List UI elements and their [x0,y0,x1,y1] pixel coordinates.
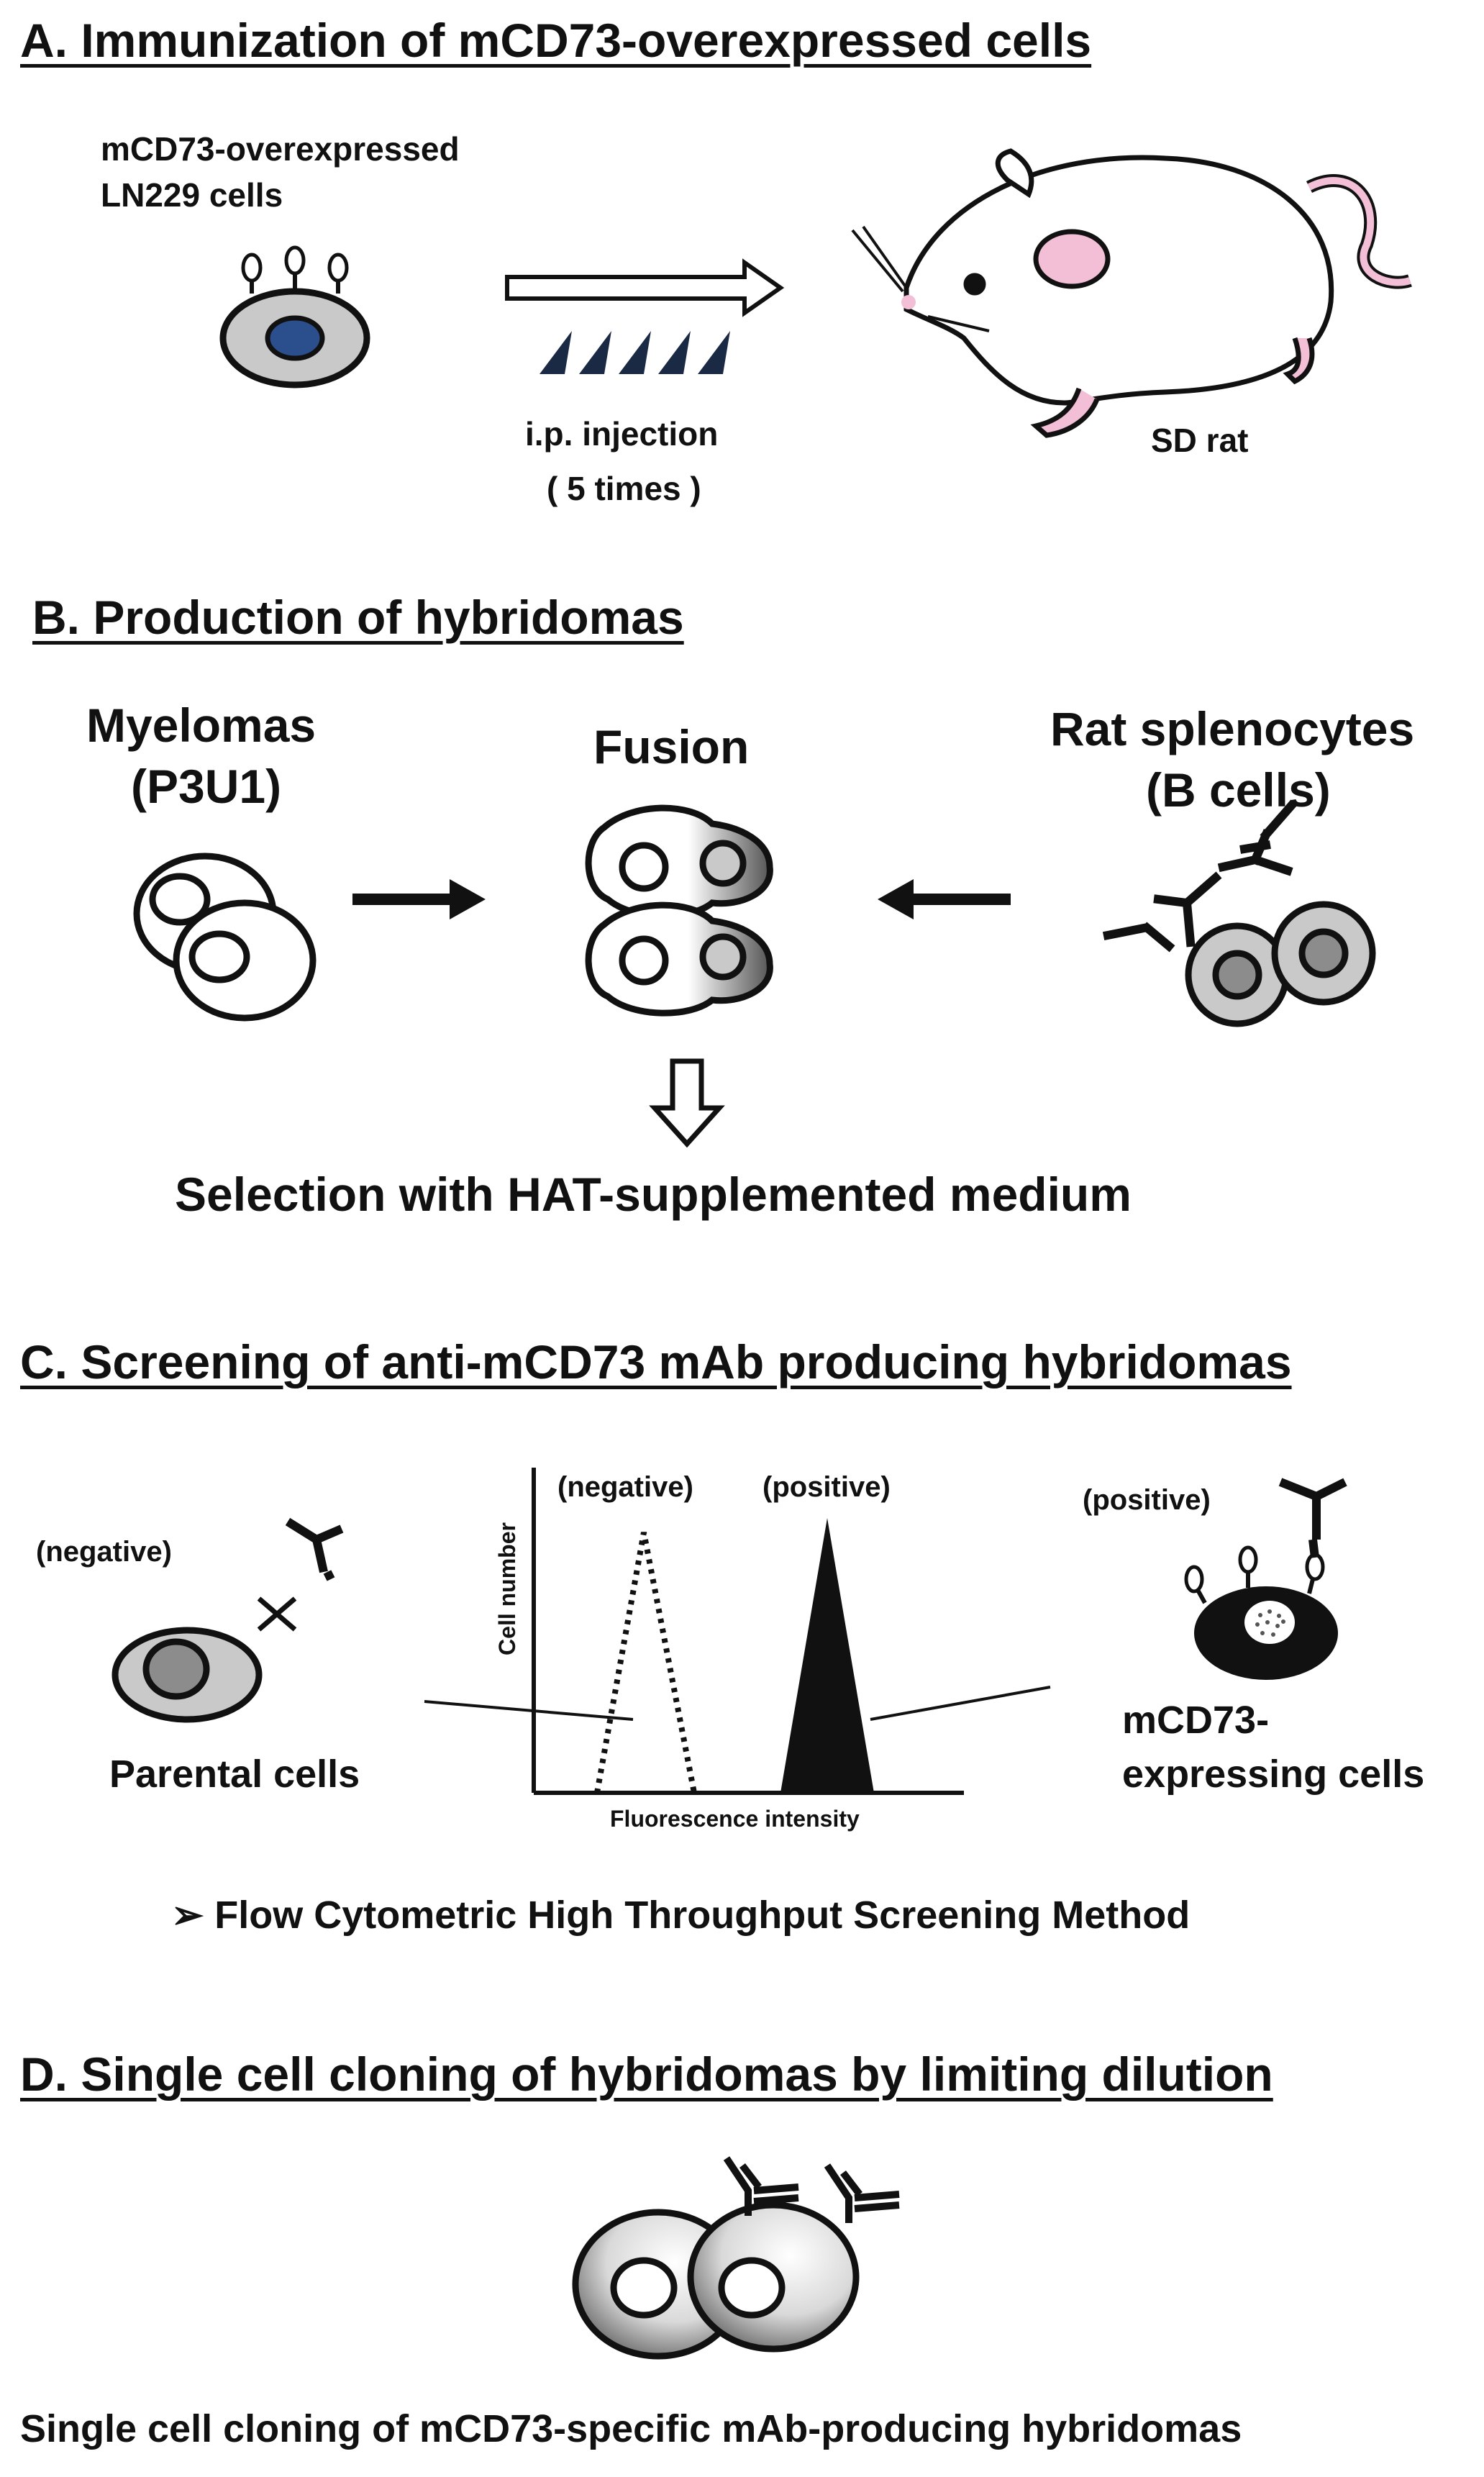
c-hist-positive: (positive) [763,1471,891,1503]
section-b-title: B. Production of hybridomas [32,591,684,644]
myeloma-cells [133,853,317,1022]
open-arrow-down-icon [649,1058,725,1148]
c-hist-negative: (negative) [557,1471,693,1503]
rat-icon [851,148,1412,438]
arrow-right-icon [352,879,486,919]
pointer-line-left [424,1700,634,1721]
b-myeloma-line1: Myelomas [86,699,317,752]
parental-cell [111,1627,263,1723]
arrow-left-icon [878,879,1011,919]
b-selection-label: Selection with HAT-supplemented medium [175,1168,1132,1221]
a-injection-label: i.p. injection [525,415,719,453]
antibody-icon-6 [824,2163,900,2223]
c-expressing-line2: expressing cells [1122,1753,1425,1796]
antibody-icon-4 [1278,1478,1347,1558]
ln229-cell [219,245,370,388]
b-splenocyte-line2: (B cells) [1146,763,1331,817]
b-myeloma-line2: (P3U1) [131,760,282,813]
histogram-axes [532,1468,964,1795]
b-fusion-label: Fusion [593,720,750,773]
section-c-title: C. Screening of anti-mCD73 mAb producing… [20,1335,1292,1389]
a-rat-label: SD rat [1151,422,1249,459]
section-a-title: A. Immunization of mCD73-overexpressed c… [20,14,1092,67]
fused-cell [585,804,773,1017]
a-cells-label-line2: LN229 cells [101,176,283,214]
d-caption: Single cell cloning of mCD73-specific mA… [20,2407,1242,2450]
cross-icon [257,1596,297,1632]
open-arrow-icon [505,258,785,317]
section-b-drawing [133,799,1376,1148]
antibody-icon-5 [723,2156,799,2216]
c-parental-label: Parental cells [109,1753,360,1796]
c-expressing-line1: mCD73- [1122,1699,1270,1742]
a-injection-count: ( 5 times ) [547,470,701,507]
c-right-positive: (positive) [1083,1484,1211,1516]
antibody-icon-2 [1217,799,1298,876]
positive-peak [780,1518,874,1793]
mcd73-expressing-cell [1184,1545,1338,1680]
b-cells [1185,901,1376,1027]
hybridoma-clone-cells [572,2201,860,2360]
section-d-drawing [572,2156,900,2360]
c-left-negative: (negative) [36,1536,172,1568]
section-d-title: D. Single cell cloning of hybridomas by … [20,2047,1273,2101]
section-c-drawing [111,1468,1347,1795]
c-x-axis-label: Fluorescence intensity [610,1806,860,1832]
negative-peak [594,1532,697,1794]
antibody-icon [1102,871,1222,953]
c-method-label: ➢ Flow Cytometric High Throughput Screen… [171,1894,1191,1937]
a-cells-label-line1: mCD73-overexpressed [101,130,460,168]
antibody-icon-3 [285,1517,344,1581]
b-splenocyte-line1: Rat splenocytes [1050,702,1415,755]
needle-icons [540,331,730,374]
pointer-line-right [870,1686,1051,1721]
section-a-drawing [219,148,1412,438]
